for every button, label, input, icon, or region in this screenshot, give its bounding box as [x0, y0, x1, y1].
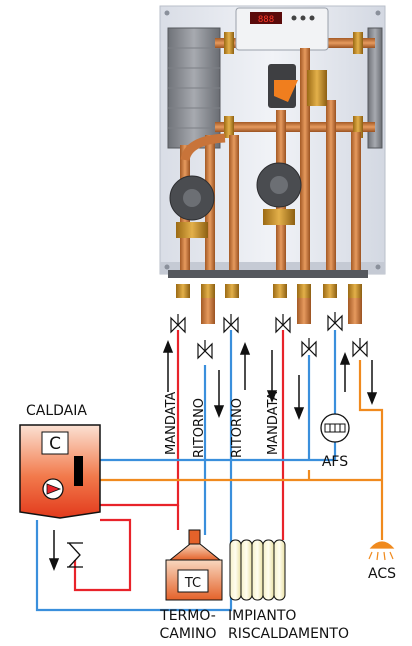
- mandata-left-label: MANDATA: [164, 392, 179, 455]
- valve-icon: [352, 338, 368, 358]
- pump-left: [169, 175, 215, 238]
- controller-button: [309, 15, 315, 21]
- flow-arrow-icon: [339, 351, 351, 392]
- fitting: [224, 116, 234, 138]
- pipe: [351, 132, 361, 270]
- mandata-right-label: MANDATA: [266, 392, 281, 455]
- flow-arrow-icon: [366, 360, 378, 406]
- controller-button: [291, 15, 297, 21]
- valve-icon: [223, 314, 239, 334]
- valve-icon: [197, 340, 213, 360]
- radiator-icon: [229, 539, 286, 601]
- flow-arrow-icon: [48, 530, 60, 572]
- fireplace-icon: [165, 529, 223, 601]
- valve-icon: [327, 312, 343, 332]
- pipe-hot-loop: [73, 518, 132, 592]
- flow-arrow-icon: [266, 350, 278, 404]
- caldaia-label: CALDAIA: [26, 403, 87, 419]
- acs-label: ACS: [368, 566, 396, 582]
- screw-icon: [164, 10, 170, 16]
- afs-label: AFS: [322, 454, 348, 470]
- impianto-label-line1: IMPIANTO: [228, 608, 296, 624]
- shower-icon: [368, 541, 395, 561]
- check-valve-icon: [67, 542, 83, 568]
- fireplace-door: [177, 569, 209, 593]
- termocamino-label-line2: CAMINO: [159, 626, 216, 642]
- fitting: [224, 32, 234, 54]
- flow-arrows: [48, 339, 378, 572]
- fitting: [353, 116, 363, 138]
- fitting: [353, 32, 363, 54]
- controller-display: [250, 12, 282, 24]
- meter-icon: [320, 413, 350, 443]
- impianto-label-line2: RISCALDAMENTO: [228, 626, 349, 642]
- boiler: [19, 424, 101, 519]
- pipe: [300, 48, 310, 270]
- pipe: [326, 100, 336, 270]
- caldaia-letter: C: [49, 434, 61, 454]
- actuator: [274, 80, 298, 102]
- controller-readout: 888: [258, 15, 274, 25]
- flow-arrow-icon: [239, 341, 251, 390]
- heat-exchanger-right: [367, 27, 383, 149]
- brass-valve: [307, 70, 327, 106]
- ritorno-left-label: RITORNO: [192, 398, 207, 458]
- boiler-exchanger: [74, 456, 83, 486]
- valve-icon: [275, 314, 291, 334]
- valve-icon: [170, 314, 186, 334]
- pipe-bend: [180, 133, 226, 162]
- outlet-fittings: [168, 270, 368, 324]
- termocamino-label-line1: TERMO-: [159, 608, 216, 624]
- pipe: [229, 135, 239, 270]
- screw-icon: [164, 264, 170, 270]
- valve-icon: [301, 338, 317, 358]
- screw-icon: [375, 264, 381, 270]
- pipe-acs: [358, 360, 384, 540]
- tc-label: TC: [184, 576, 201, 591]
- flow-arrow-icon: [213, 370, 225, 419]
- ritorno-right-label: RITORNO: [230, 398, 245, 458]
- valves: [170, 312, 368, 360]
- controller-button: [300, 15, 306, 21]
- flow-arrow-icon: [293, 375, 305, 421]
- flow-arrow-icon: [162, 339, 174, 392]
- manifold-bottom: [215, 122, 375, 132]
- screw-icon: [375, 10, 381, 16]
- boiler-letter-box: [41, 431, 69, 455]
- hydraulic-module: 888: [159, 5, 386, 324]
- pump-right: [256, 162, 302, 225]
